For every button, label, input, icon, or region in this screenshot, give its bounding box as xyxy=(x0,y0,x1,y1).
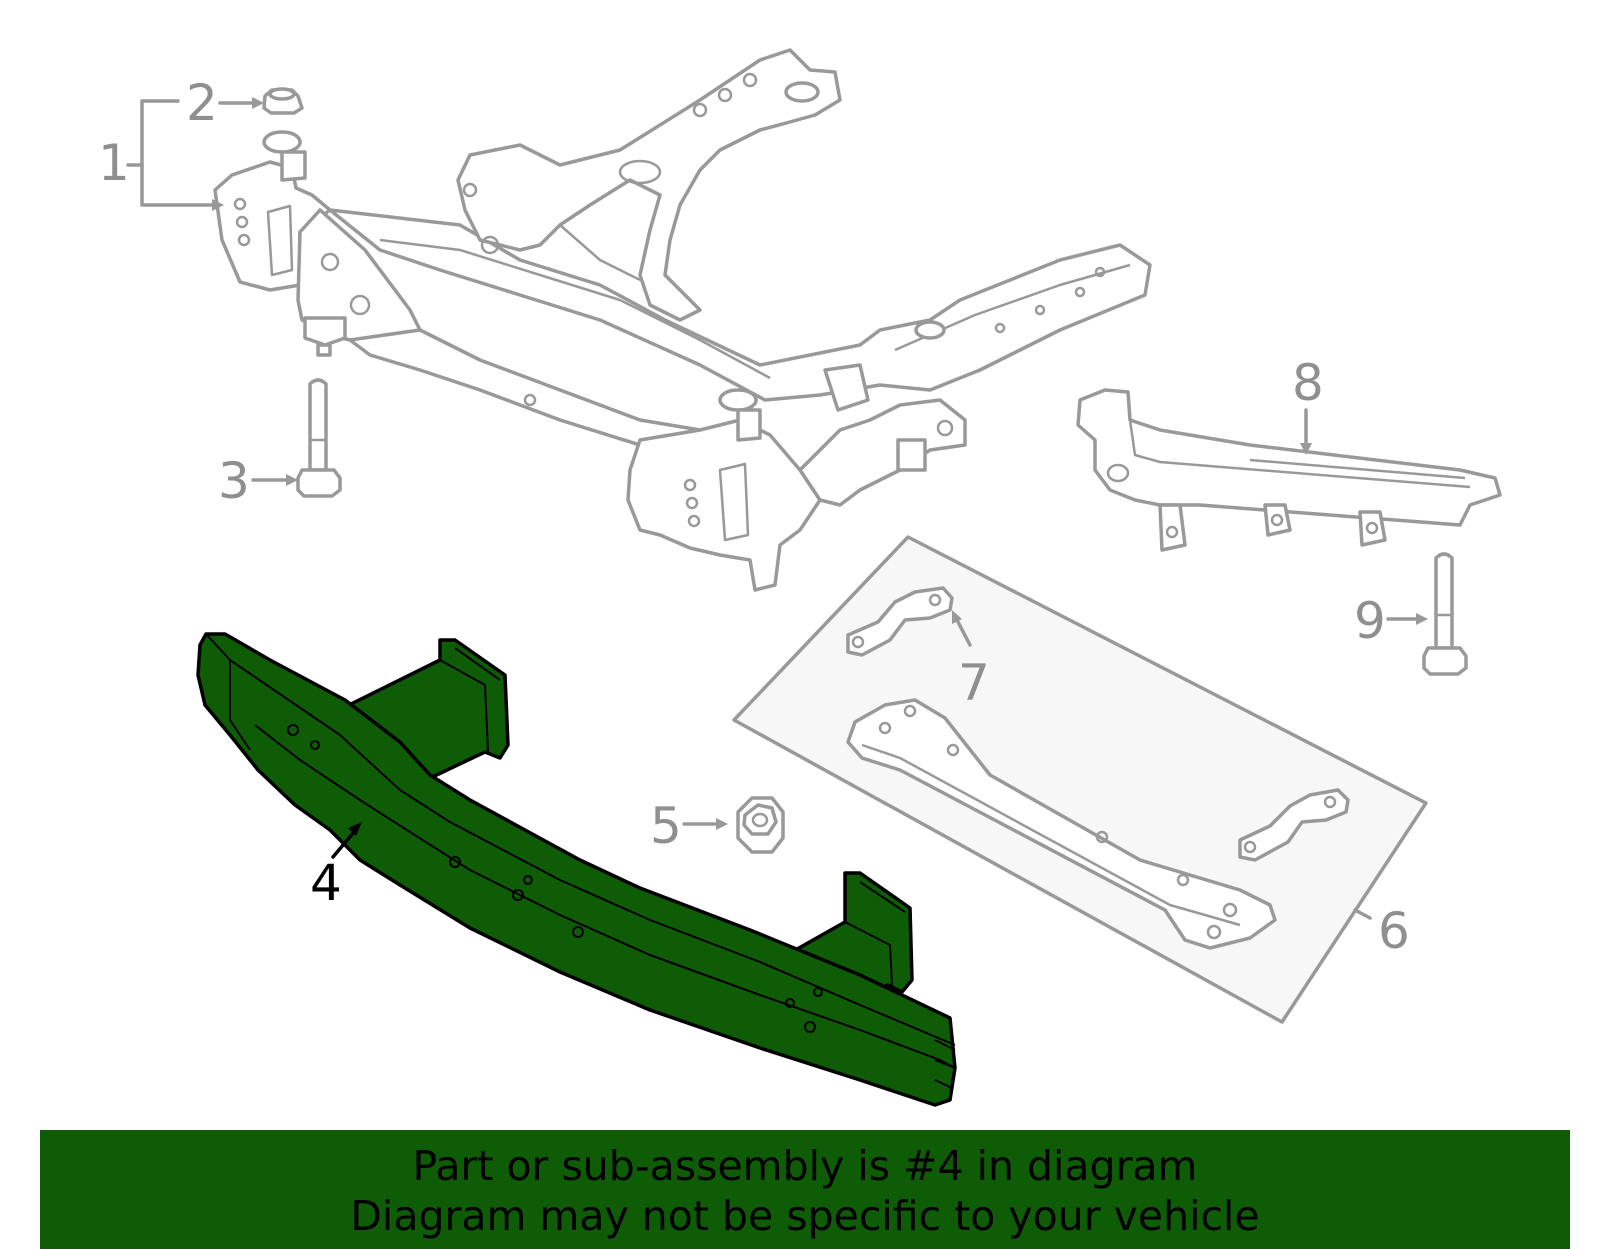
part-4-bumper-reinforcement[interactable] xyxy=(196,632,957,1107)
callout-6: 6 xyxy=(1353,902,1410,960)
info-banner: Part or sub-assembly is #4 in diagram Di… xyxy=(40,1130,1570,1249)
part-3-bolt[interactable] xyxy=(296,378,342,498)
callout-9: 9 xyxy=(1354,592,1428,650)
part-7-link-lower[interactable] xyxy=(1238,788,1350,862)
callout-4-label: 4 xyxy=(310,854,342,912)
callout-5-label: 5 xyxy=(650,797,682,855)
part-5-nut[interactable] xyxy=(736,796,785,854)
callout-7: 7 xyxy=(952,610,990,712)
part-6-kit-box[interactable] xyxy=(732,535,1428,1024)
part-8-bracket[interactable] xyxy=(1076,388,1502,552)
callout-3-label: 3 xyxy=(218,452,250,510)
part-1-subframe[interactable] xyxy=(213,48,1152,592)
callout-3: 3 xyxy=(218,452,298,510)
callout-2-label: 2 xyxy=(186,74,218,132)
callout-6-label: 6 xyxy=(1378,902,1410,960)
callout-2: 2 xyxy=(186,74,264,132)
callout-5: 5 xyxy=(650,797,728,855)
callout-8-label: 8 xyxy=(1292,354,1324,412)
callout-8: 8 xyxy=(1292,354,1324,455)
part-9-bolt[interactable] xyxy=(1422,552,1468,676)
callout-1-label: 1 xyxy=(98,134,130,192)
callout-4: 4 xyxy=(310,822,362,912)
part-2-cap[interactable] xyxy=(262,87,304,115)
banner-line-1: Part or sub-assembly is #4 in diagram xyxy=(412,1142,1198,1190)
callout-7-label: 7 xyxy=(958,654,990,712)
banner-line-2: Diagram may not be specific to your vehi… xyxy=(350,1192,1260,1240)
callout-9-label: 9 xyxy=(1354,592,1386,650)
part-7-link-upper[interactable] xyxy=(846,586,954,657)
callout-1: 1 xyxy=(98,99,224,211)
